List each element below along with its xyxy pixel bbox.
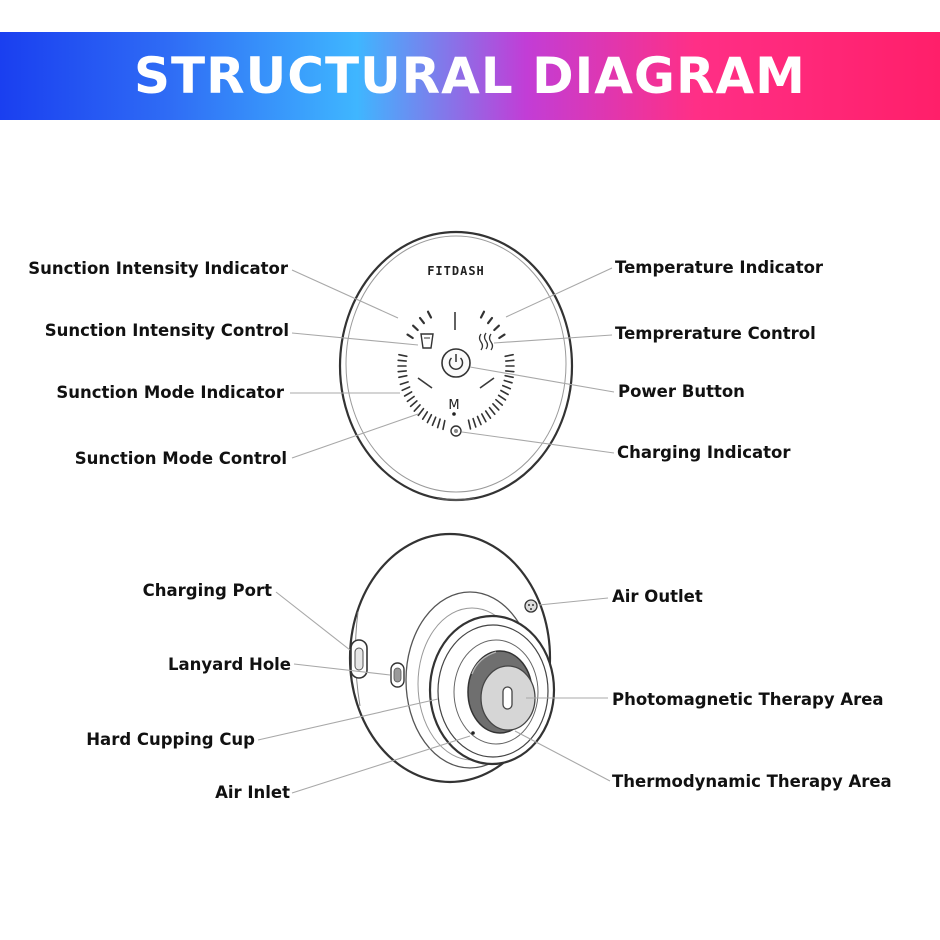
device-side-view — [348, 532, 556, 784]
indicator-tick — [397, 370, 408, 373]
indicator-tick — [398, 353, 408, 358]
indicator-tick — [403, 391, 413, 397]
indicator-tick — [417, 407, 425, 417]
label-air-outlet: Air Outlet — [612, 587, 703, 606]
indicator-tick — [442, 419, 446, 431]
indicator-tick — [426, 310, 433, 319]
label-suction-intensity-indicator: Sunction Intensity Indicator — [28, 259, 289, 278]
indicator-tick — [476, 415, 482, 426]
indicator-tick — [398, 374, 408, 379]
label-photomagnetic-therapy-area: Photomagnetic Therapy Area — [612, 690, 884, 709]
air-inlet — [471, 731, 475, 735]
label-thermodynamic-therapy-area: Thermodynamic Therapy Area — [612, 772, 892, 791]
title-banner: STRUCTURAL DIAGRAM — [0, 32, 940, 120]
label-temperature-indicator: Temperature Indicator — [615, 258, 824, 277]
top-labels: Sunction Intensity Indicator Sunction In… — [28, 258, 824, 468]
indicator-tick — [431, 416, 437, 427]
indicator-tick — [493, 324, 500, 332]
side-leader-lines — [257, 591, 611, 794]
device-top-view: FITDASH M — [338, 230, 574, 502]
indicator-tick — [495, 398, 504, 406]
indicator-tick — [397, 359, 408, 362]
indicator-tick — [504, 370, 515, 373]
indicator-tick — [492, 402, 500, 411]
indicator-tick — [498, 333, 506, 340]
banner-title: STRUCTURAL DIAGRAM — [134, 47, 806, 105]
indicator-tick — [412, 324, 419, 332]
label-lanyard-hole: Lanyard Hole — [168, 655, 291, 674]
indicator-tick — [488, 406, 496, 416]
top-leader-lines — [290, 267, 615, 459]
indicator-tick — [418, 316, 425, 325]
indicator-tick — [503, 379, 513, 384]
power-button[interactable] — [441, 348, 471, 378]
indicator-tick — [504, 359, 515, 362]
indicator-tick — [406, 395, 415, 403]
mode-button[interactable]: M — [448, 398, 460, 416]
indicator-tick — [479, 310, 486, 319]
cup-icon[interactable] — [420, 333, 434, 349]
indicator-tick — [472, 417, 477, 428]
indicator-tick — [406, 333, 414, 340]
brand-logo: FITDASH — [427, 264, 485, 278]
label-charging-port: Charging Port — [143, 581, 272, 600]
heat-wave-icon[interactable] — [478, 332, 494, 351]
label-charging-indicator: Charging Indicator — [617, 443, 791, 462]
indicator-tick — [504, 374, 514, 379]
indicator-tick-ring — [397, 310, 515, 431]
indicator-tick — [426, 413, 433, 424]
label-power-button: Power Button — [618, 382, 745, 401]
indicator-tick — [487, 316, 494, 325]
indicator-tick — [421, 411, 429, 421]
indicator-tick — [504, 353, 514, 358]
indicator-tick — [501, 384, 512, 390]
label-temperature-control: Temprerature Control — [615, 324, 816, 343]
indicator-tick — [409, 400, 418, 408]
label-hard-cupping-cup: Hard Cupping Cup — [86, 730, 255, 749]
charging-indicator-led — [450, 425, 462, 437]
air-outlet — [524, 599, 538, 613]
indicator-tick — [467, 419, 472, 430]
charging-port[interactable] — [350, 639, 368, 679]
indicator-tick — [497, 394, 507, 401]
label-air-inlet: Air Inlet — [215, 783, 290, 802]
indicator-tick — [484, 410, 492, 420]
label-suction-mode-control: Sunction Mode Control — [75, 449, 287, 468]
indicator-tick — [413, 404, 421, 412]
lanyard-hole — [390, 662, 405, 688]
mode-key-label: M — [448, 398, 459, 413]
indicator-tick — [500, 389, 509, 396]
label-suction-intensity-control: Sunction Intensity Control — [45, 321, 289, 340]
label-suction-mode-indicator: Sunction Mode Indicator — [56, 383, 285, 402]
side-labels: Charging Port Lanyard Hole Hard Cupping … — [86, 581, 891, 802]
indicator-tick — [480, 413, 487, 423]
indicator-tick — [401, 386, 411, 392]
indicator-tick — [399, 381, 409, 386]
power-icon — [448, 354, 464, 370]
indicator-tick — [436, 418, 441, 429]
